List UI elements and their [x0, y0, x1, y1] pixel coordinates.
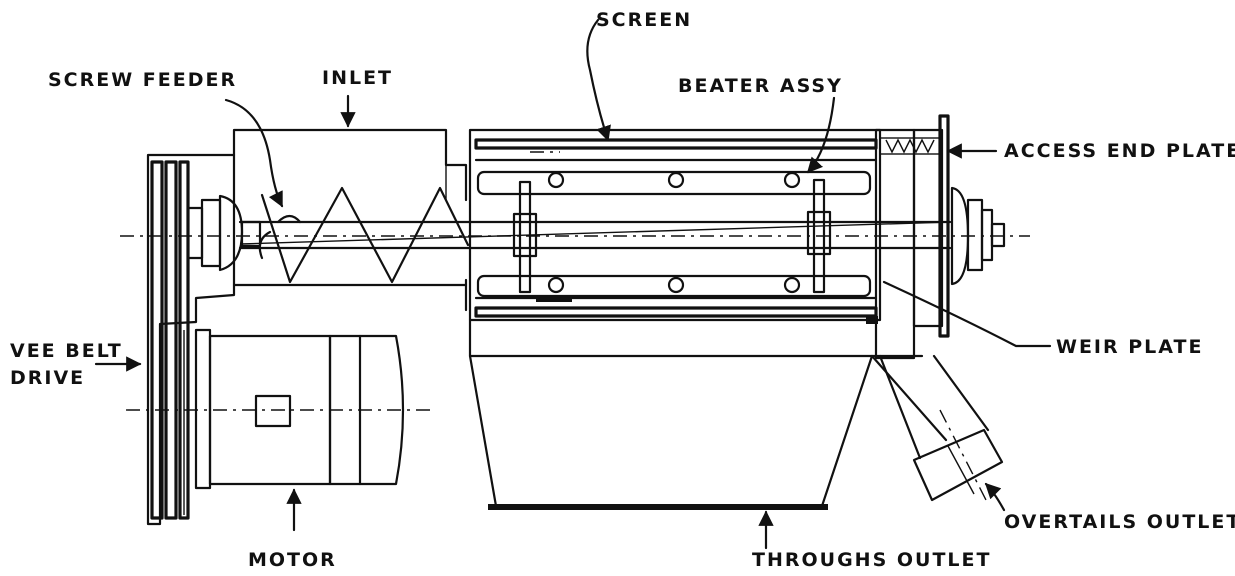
access-end [874, 114, 950, 360]
label-drive: DRIVE [10, 367, 85, 389]
label-inlet: INLET [322, 67, 393, 89]
label-screen: SCREEN [596, 9, 692, 31]
motor [126, 328, 434, 490]
label-motor: MOTOR [248, 549, 337, 571]
beater-chamber [468, 128, 882, 324]
screw-feeder-flights [258, 186, 470, 284]
label-beater-assy: BEATER ASSY [678, 75, 843, 97]
feed-housing [232, 128, 468, 312]
label-screw-feeder: SCREW FEEDER [48, 69, 237, 91]
label-overtails-outlet: OVERTAILS OUTLET [1004, 511, 1235, 533]
label-weir-plate: WEIR PLATE [1056, 336, 1203, 358]
label-vee-belt: VEE BELT [10, 340, 123, 362]
left-bearing [186, 194, 262, 272]
main-shaft [120, 220, 1030, 250]
label-access-end-plate: ACCESS END PLATE [1004, 140, 1235, 162]
label-throughs-outlet: THROUGHS OUTLET [752, 549, 991, 571]
throughs-hopper [468, 318, 924, 510]
right-bearing [950, 186, 1006, 286]
overtails-outlet [870, 354, 1004, 502]
leader-lines [94, 18, 1052, 550]
vee-belt-drive [146, 153, 236, 526]
